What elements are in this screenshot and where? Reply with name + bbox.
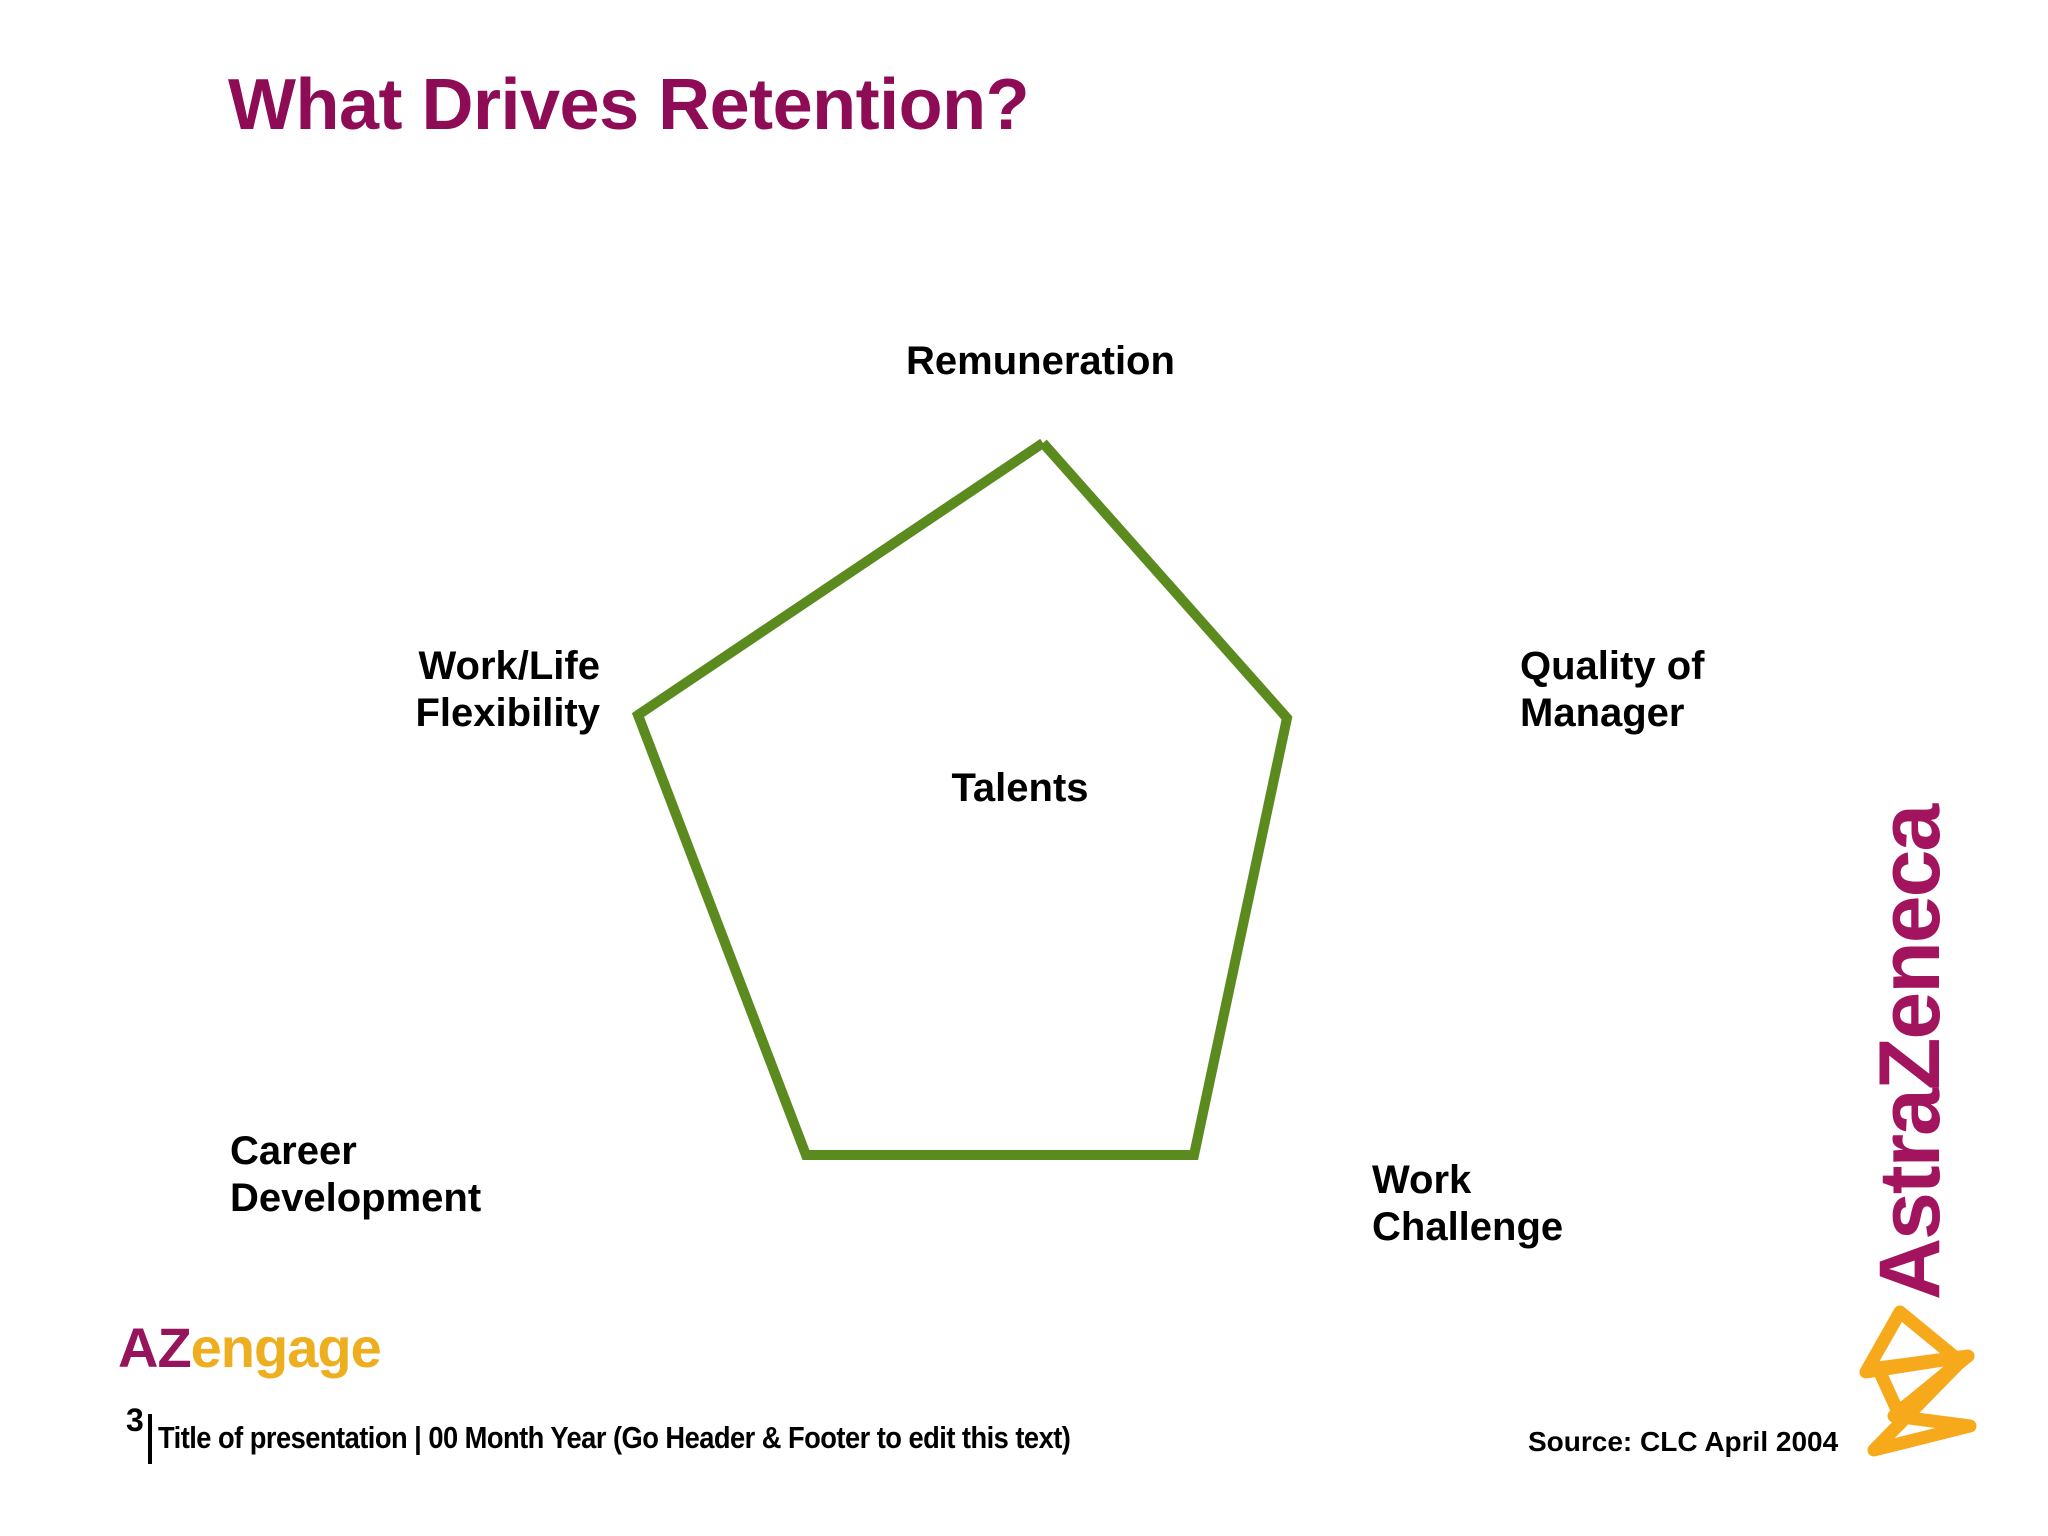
node-label-quality-of-manager: Quality of Manager: [1520, 643, 1940, 737]
node-label-career-development: Career Development: [230, 1128, 790, 1222]
node-label-line-2: Development: [230, 1176, 482, 1221]
node-label-line-2: Manager: [1520, 691, 1685, 736]
node-label-work-challenge: Work Challenge: [1372, 1157, 1792, 1251]
node-label-line-1: Work/Life: [418, 644, 600, 688]
node-label-talents-center: Talents: [951, 766, 1089, 810]
page-title: What Drives Retention?: [228, 65, 1030, 145]
azengage-logo-engage: engage: [190, 1316, 382, 1379]
source-citation: Source: CLC April 2004: [1528, 1426, 1839, 1457]
pentagon-shape: [631, 438, 1293, 1160]
azengage-logo-az: AZ: [118, 1316, 192, 1379]
node-label-line-1: Work: [1372, 1158, 1472, 1202]
astrazeneca-swirl-icon: [1859, 1305, 1977, 1457]
node-label-remuneration: Remuneration: [906, 339, 1175, 383]
azengage-logo: AZengage: [118, 1320, 382, 1376]
footer-divider: [148, 1414, 152, 1464]
node-label-line-1: Career: [230, 1129, 357, 1173]
footer-text: Title of presentation | 00 Month Year (G…: [158, 1420, 1071, 1455]
slide-number: 3: [126, 1402, 144, 1438]
astrazeneca-wordmark: AstraZeneca: [1862, 805, 1958, 1300]
node-label-work-life-flexibility: Work/Life Flexibility: [150, 643, 601, 737]
node-label-line-1: Quality of: [1520, 644, 1705, 688]
node-label-line-2: Challenge: [1372, 1205, 1564, 1250]
node-label-line-2: Flexibility: [415, 691, 601, 736]
